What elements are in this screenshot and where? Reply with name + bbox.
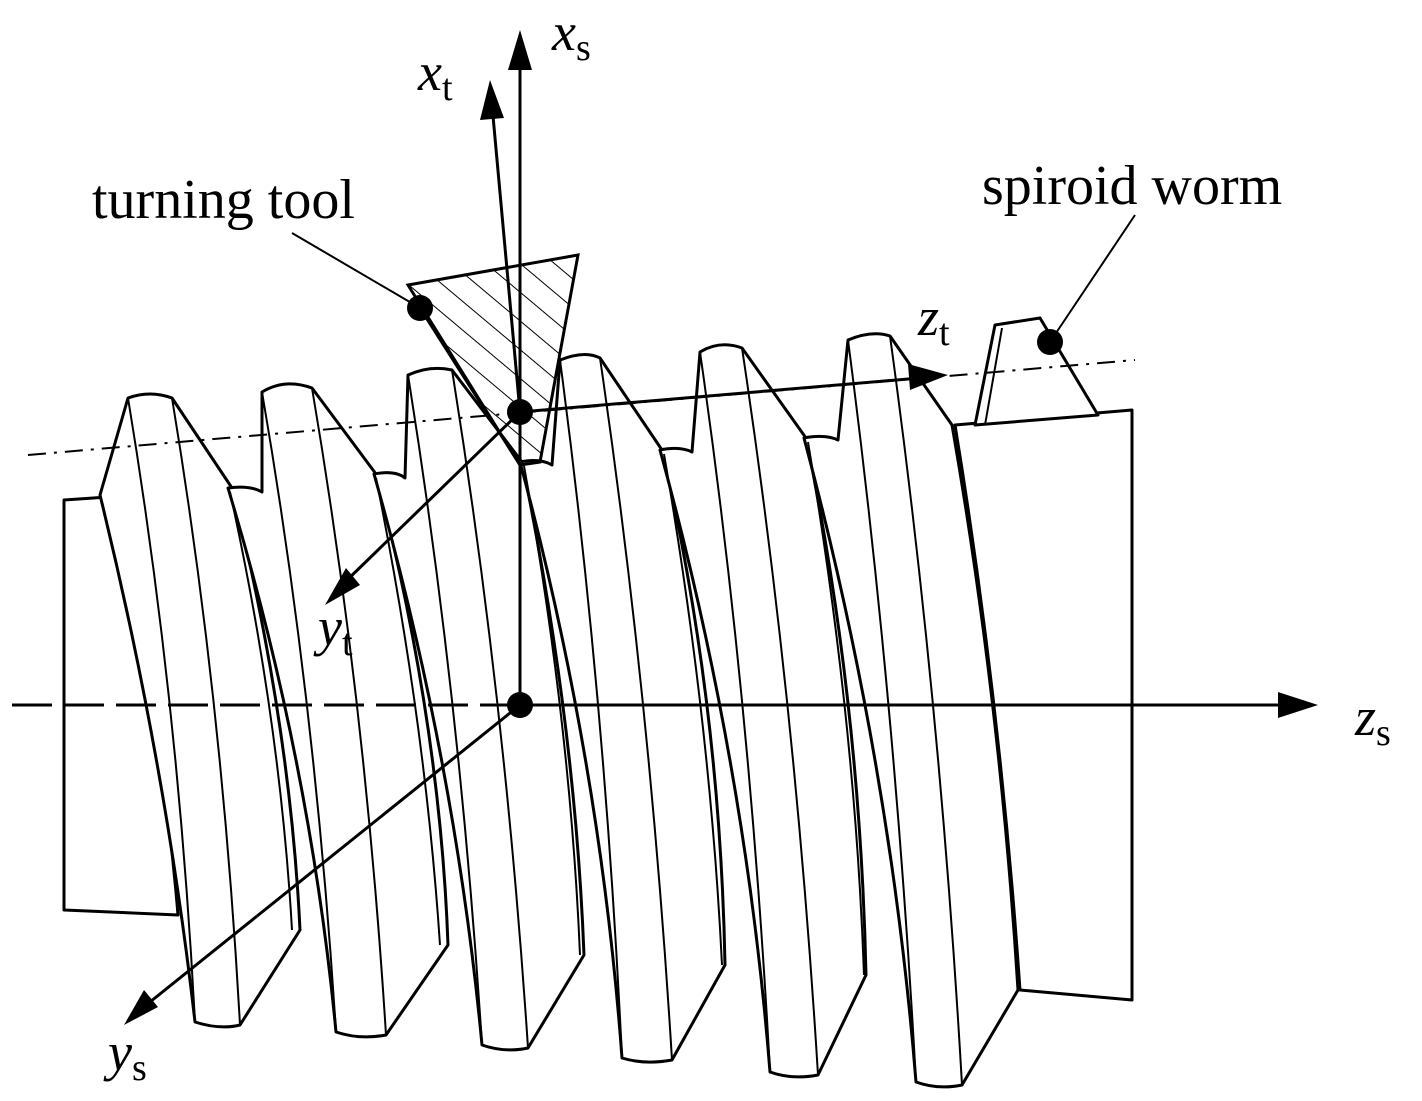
tool-origin-dot xyxy=(507,399,533,425)
ys-axis xyxy=(139,703,521,1012)
yt-label: yt xyxy=(313,597,353,664)
xt-label: xt xyxy=(417,42,453,109)
yt-axis xyxy=(340,410,522,587)
ys-arrowhead xyxy=(124,990,158,1025)
yt-arrowhead xyxy=(325,568,360,605)
ys-label: ys xyxy=(103,1022,147,1089)
xt-axis xyxy=(490,104,522,413)
worm-thread-teeth xyxy=(98,316,1100,1089)
worm-origin-dot xyxy=(507,692,533,718)
spiroid-worm-dot xyxy=(1037,329,1063,355)
xs-arrowhead xyxy=(508,30,532,70)
zt-axis xyxy=(519,376,921,414)
coordinate-axes xyxy=(124,30,1318,1025)
xt-arrowhead xyxy=(480,80,504,120)
zt-label: zt xyxy=(917,287,950,354)
thread-tooth-partial xyxy=(973,316,1100,427)
spiroid-worm-leader xyxy=(1049,214,1136,343)
zt-arrowhead xyxy=(908,364,948,390)
turning-tool-label: turning tool xyxy=(92,169,355,231)
thread-tooth xyxy=(802,332,1020,1089)
turning-tool-leader xyxy=(291,232,421,309)
spiroid-worm-label: spiroid worm xyxy=(982,155,1282,217)
thread-tooth xyxy=(658,343,868,1079)
zs-label: zs xyxy=(1354,687,1391,754)
xs-label: xs xyxy=(551,2,591,69)
zs-arrowhead xyxy=(1278,692,1318,718)
turning-tool-dot xyxy=(407,295,433,321)
